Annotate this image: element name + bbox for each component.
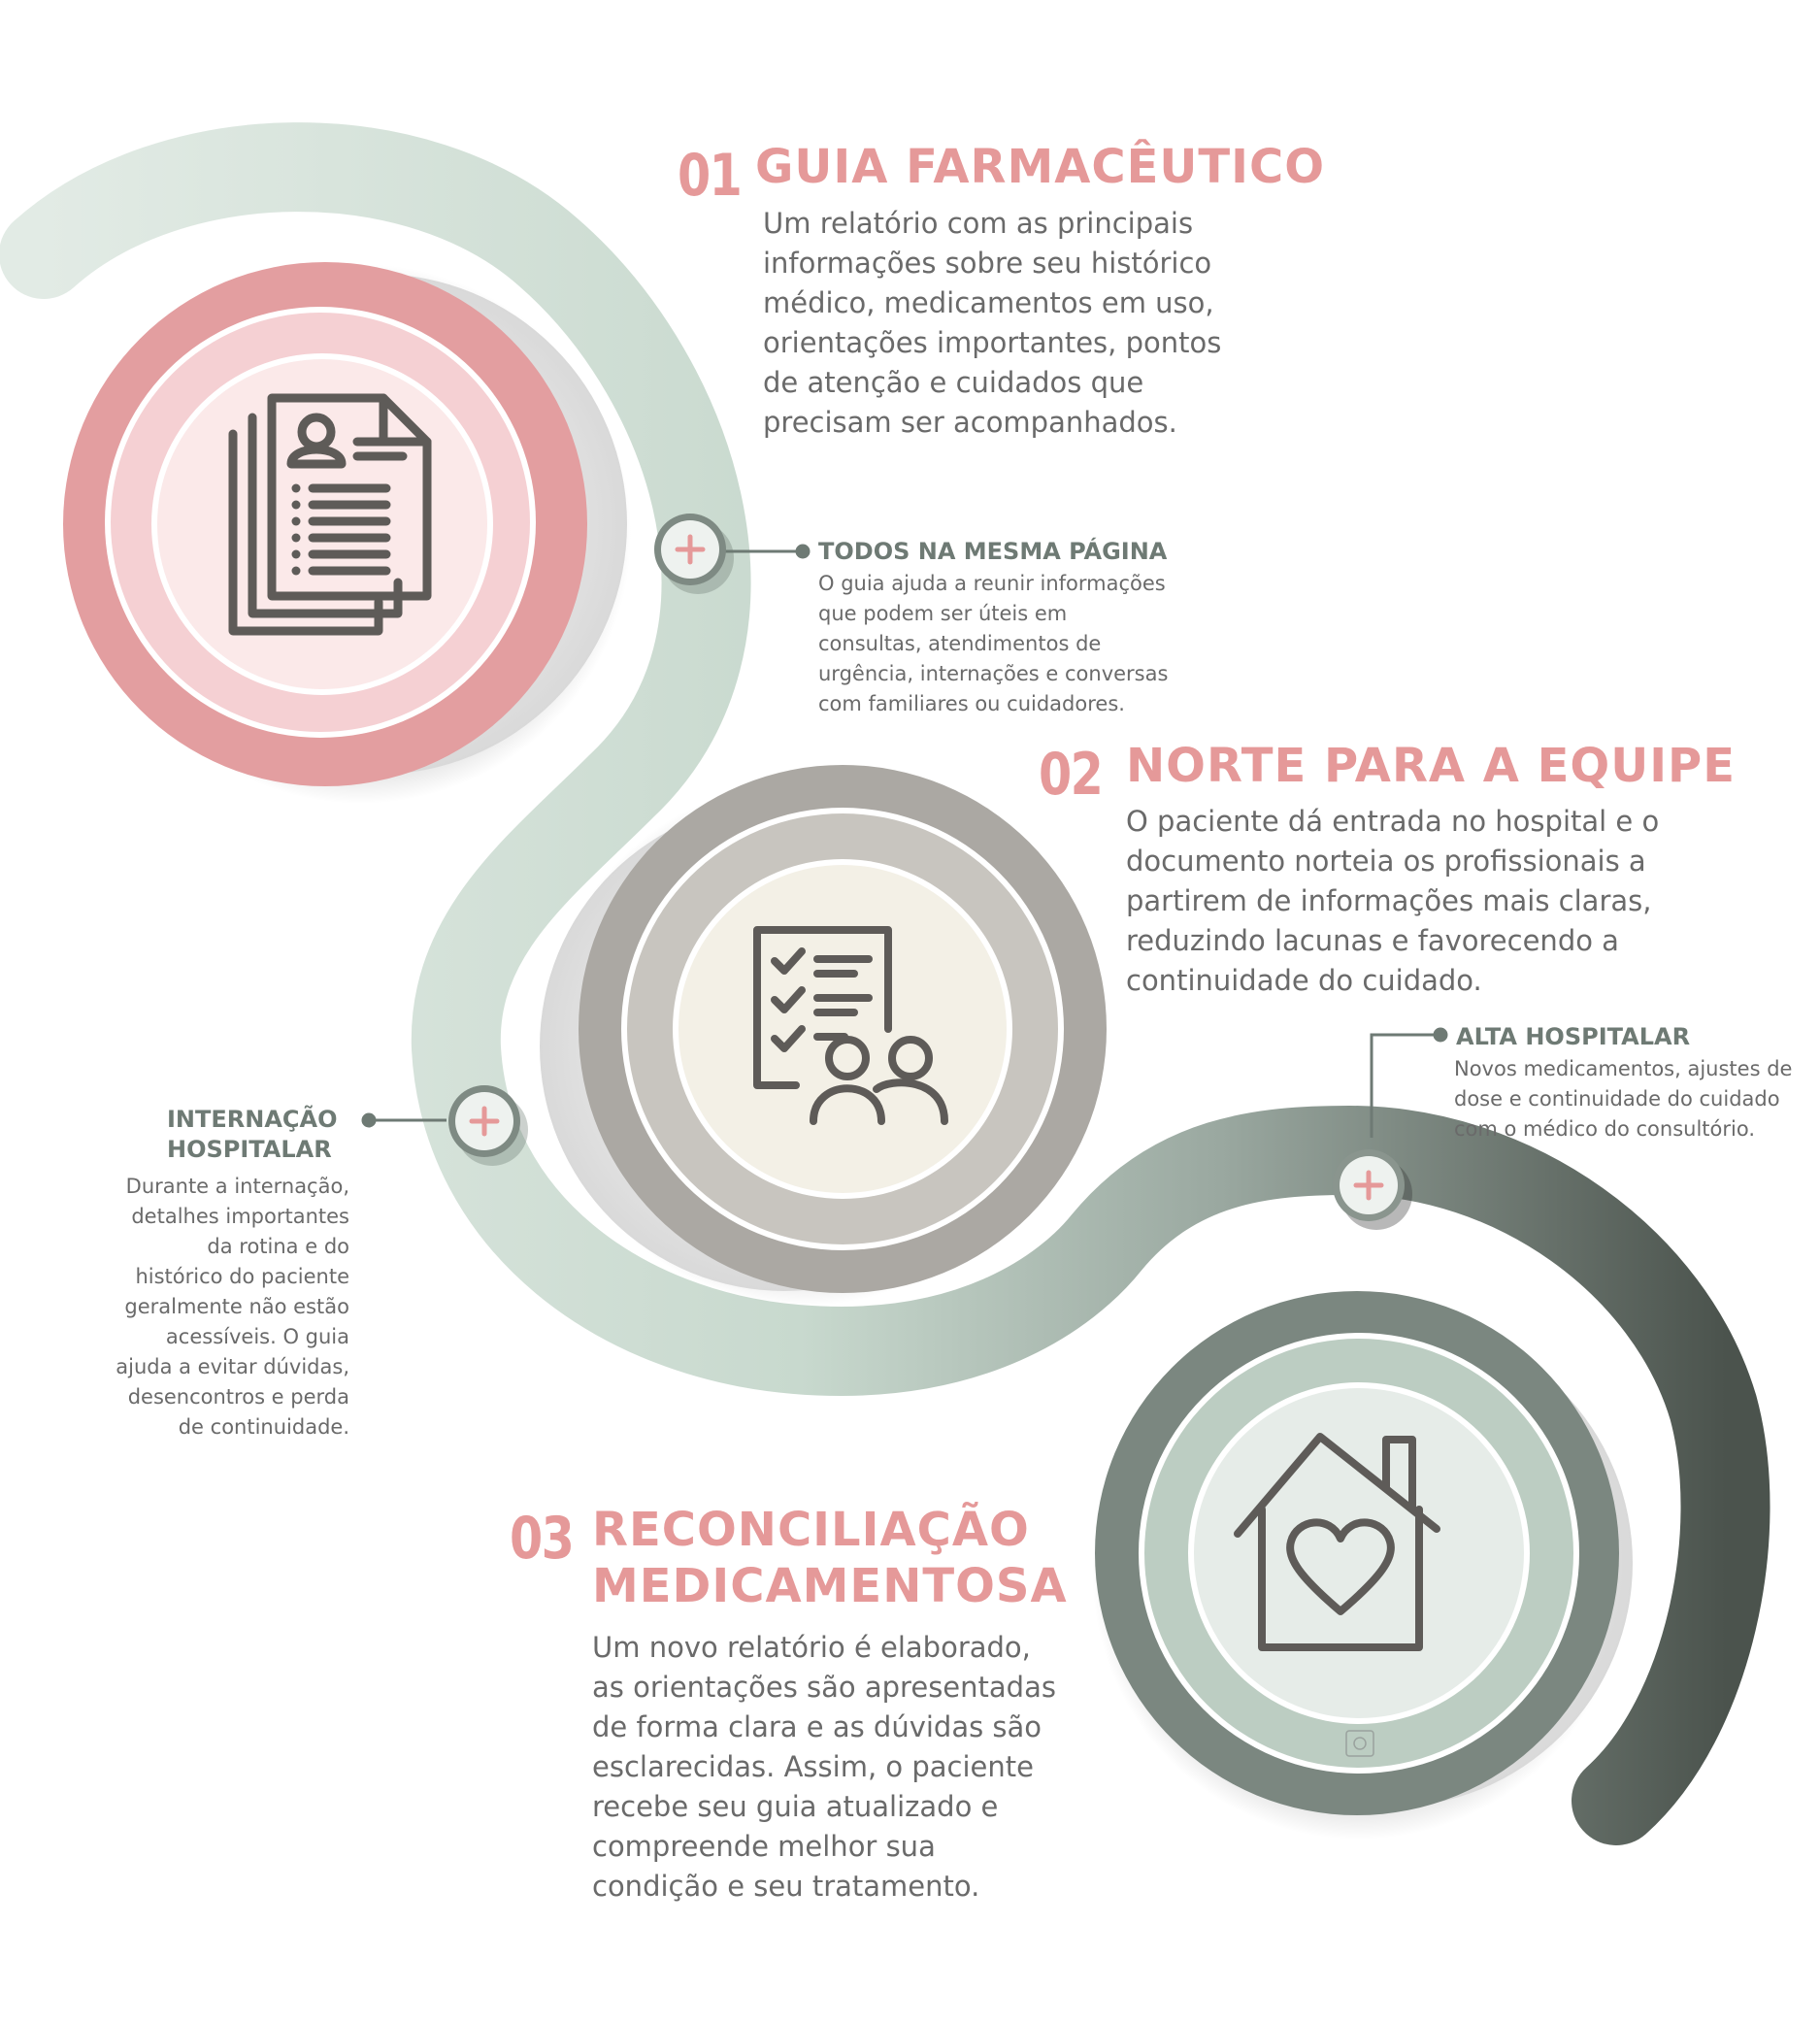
step-2-title: NORTE PARA A EQUIPE <box>1126 739 1737 793</box>
note-1-title: TODOS NA MESMA PÁGINA <box>818 538 1168 565</box>
note-3-title: ALTA HOSPITALAR <box>1456 1023 1691 1050</box>
step-3-body: Um novo relatório é elaborado, as orient… <box>592 1631 1056 1903</box>
step-1-number: 01 <box>678 142 743 210</box>
plus-icon <box>469 1106 500 1137</box>
documents-icon <box>228 393 432 636</box>
step-2-number: 02 <box>1039 741 1104 809</box>
step-1-circle <box>63 262 631 804</box>
house-heart-icon <box>1234 1433 1440 1651</box>
connector-lines <box>361 544 1448 1138</box>
step-3-number: 03 <box>510 1505 575 1573</box>
plus-marker-2[interactable] <box>448 1085 528 1166</box>
plus-icon <box>675 534 706 565</box>
step-1-title: GUIA FARMACÊUTICO <box>755 140 1326 194</box>
flow-path <box>0 122 1770 1845</box>
step-1-body: Um relatório com as principais informaçõ… <box>763 207 1222 439</box>
plus-marker-1[interactable] <box>654 514 734 594</box>
note-2-title: INTERNAÇÃO HOSPITALAR <box>167 1106 338 1163</box>
note-3-body: Novos medicamentos, ajustes de dose e co… <box>1454 1057 1793 1141</box>
step-2-body: O paciente dá entrada no hospital e o do… <box>1126 805 1660 997</box>
step-3-title: RECONCILIAÇÃO MEDICAMENTOSA <box>592 1503 1068 1613</box>
logo-mark <box>1345 1730 1374 1757</box>
step-3-circle <box>1092 1291 1633 1840</box>
plus-marker-3[interactable] <box>1333 1149 1412 1230</box>
checklist-team-icon <box>753 926 948 1125</box>
note-2-body: Durante a internação, detalhes important… <box>116 1175 349 1439</box>
plus-icon <box>1353 1170 1384 1201</box>
note-1-body: O guia ajuda a reunir informações que po… <box>818 572 1169 715</box>
